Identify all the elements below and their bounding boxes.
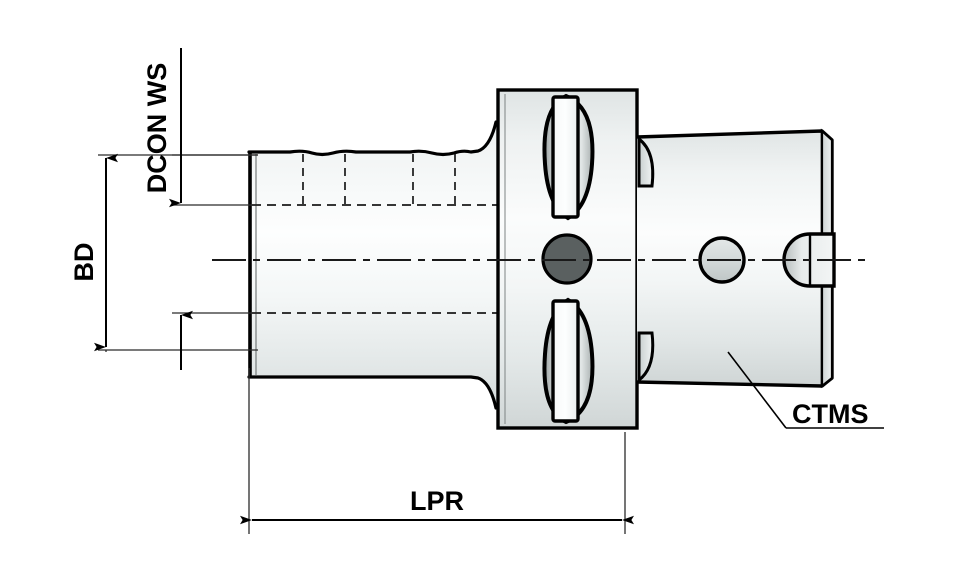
- flange-body: [496, 88, 639, 430]
- callout-label-ctms: CTMS: [792, 399, 869, 429]
- flange-slot-upper: [542, 93, 595, 221]
- dimension-label-lpr: LPR: [410, 486, 464, 516]
- flange-slot-lower: [542, 297, 595, 425]
- shank-notch-upper: [637, 135, 655, 188]
- dimension-label-bd: BD: [69, 243, 99, 282]
- dimension-dcon-ws: DCON WS: [142, 48, 193, 370]
- callout-ctms: CTMS: [727, 351, 884, 429]
- shaft-body: [247, 95, 498, 420]
- shaft-hidden-lines: [252, 154, 498, 314]
- dimension-bd: BD: [69, 153, 118, 352]
- shank-notch-lower: [637, 331, 655, 384]
- dimension-lpr: LPR: [240, 486, 634, 525]
- taper-shank-body: [636, 128, 836, 389]
- dimension-label-dcon-ws: DCON WS: [142, 63, 172, 194]
- center-bore-hole: [541, 233, 593, 285]
- ctms-leader-line: [727, 351, 787, 429]
